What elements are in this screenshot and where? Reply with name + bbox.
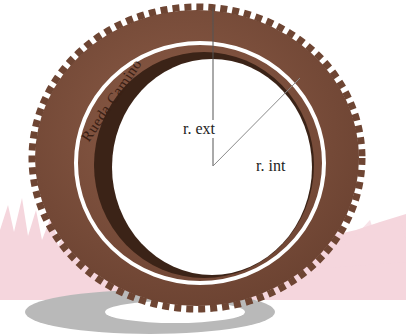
radius-label: r. ext [181,120,217,138]
tire [32,7,362,309]
radius-label: r. int [254,157,287,175]
radius-lines [213,8,300,166]
